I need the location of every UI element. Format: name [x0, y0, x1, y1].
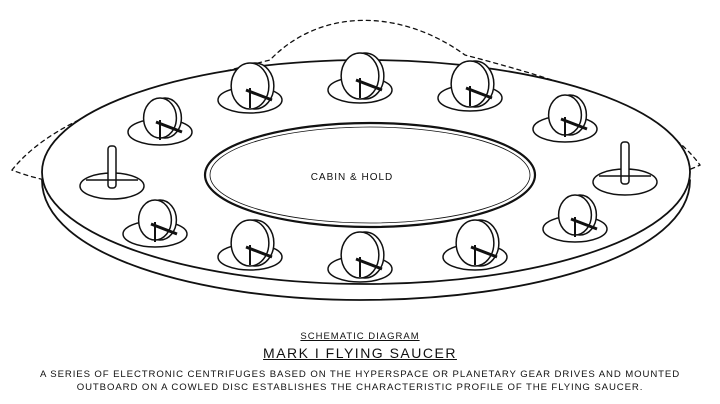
- centrifuge-pod: [327, 231, 393, 283]
- centrifuge-pod: [127, 97, 193, 146]
- cabin-label: CABIN & HOLD: [311, 172, 394, 183]
- centrifuge-pod: [79, 145, 145, 200]
- centrifuge-pod: [592, 141, 658, 196]
- centrifuge-pod: [122, 199, 188, 248]
- diagram-title: MARK I FLYING SAUCER: [263, 345, 457, 361]
- centrifuge-pod: [217, 219, 283, 271]
- centrifuge-pod: [437, 60, 503, 112]
- centrifuge-pod: [532, 94, 598, 143]
- cabin-hold: [203, 121, 537, 229]
- disc-rim: [41, 179, 691, 301]
- centrifuge-pod: [217, 62, 283, 114]
- diagram-description: A SERIES OF ELECTRONIC CENTRIFUGES BASED…: [39, 369, 681, 393]
- centrifuge-pod: [542, 194, 608, 243]
- diagram-kicker: SCHEMATIC DIAGRAM: [300, 331, 420, 342]
- caption-block: SCHEMATIC DIAGRAM MARK I FLYING SAUCER A…: [0, 326, 720, 394]
- centrifuge-pod: [327, 52, 393, 104]
- saucer-diagram: CABIN & HOLD: [10, 19, 701, 301]
- centrifuge-pod: [442, 219, 508, 271]
